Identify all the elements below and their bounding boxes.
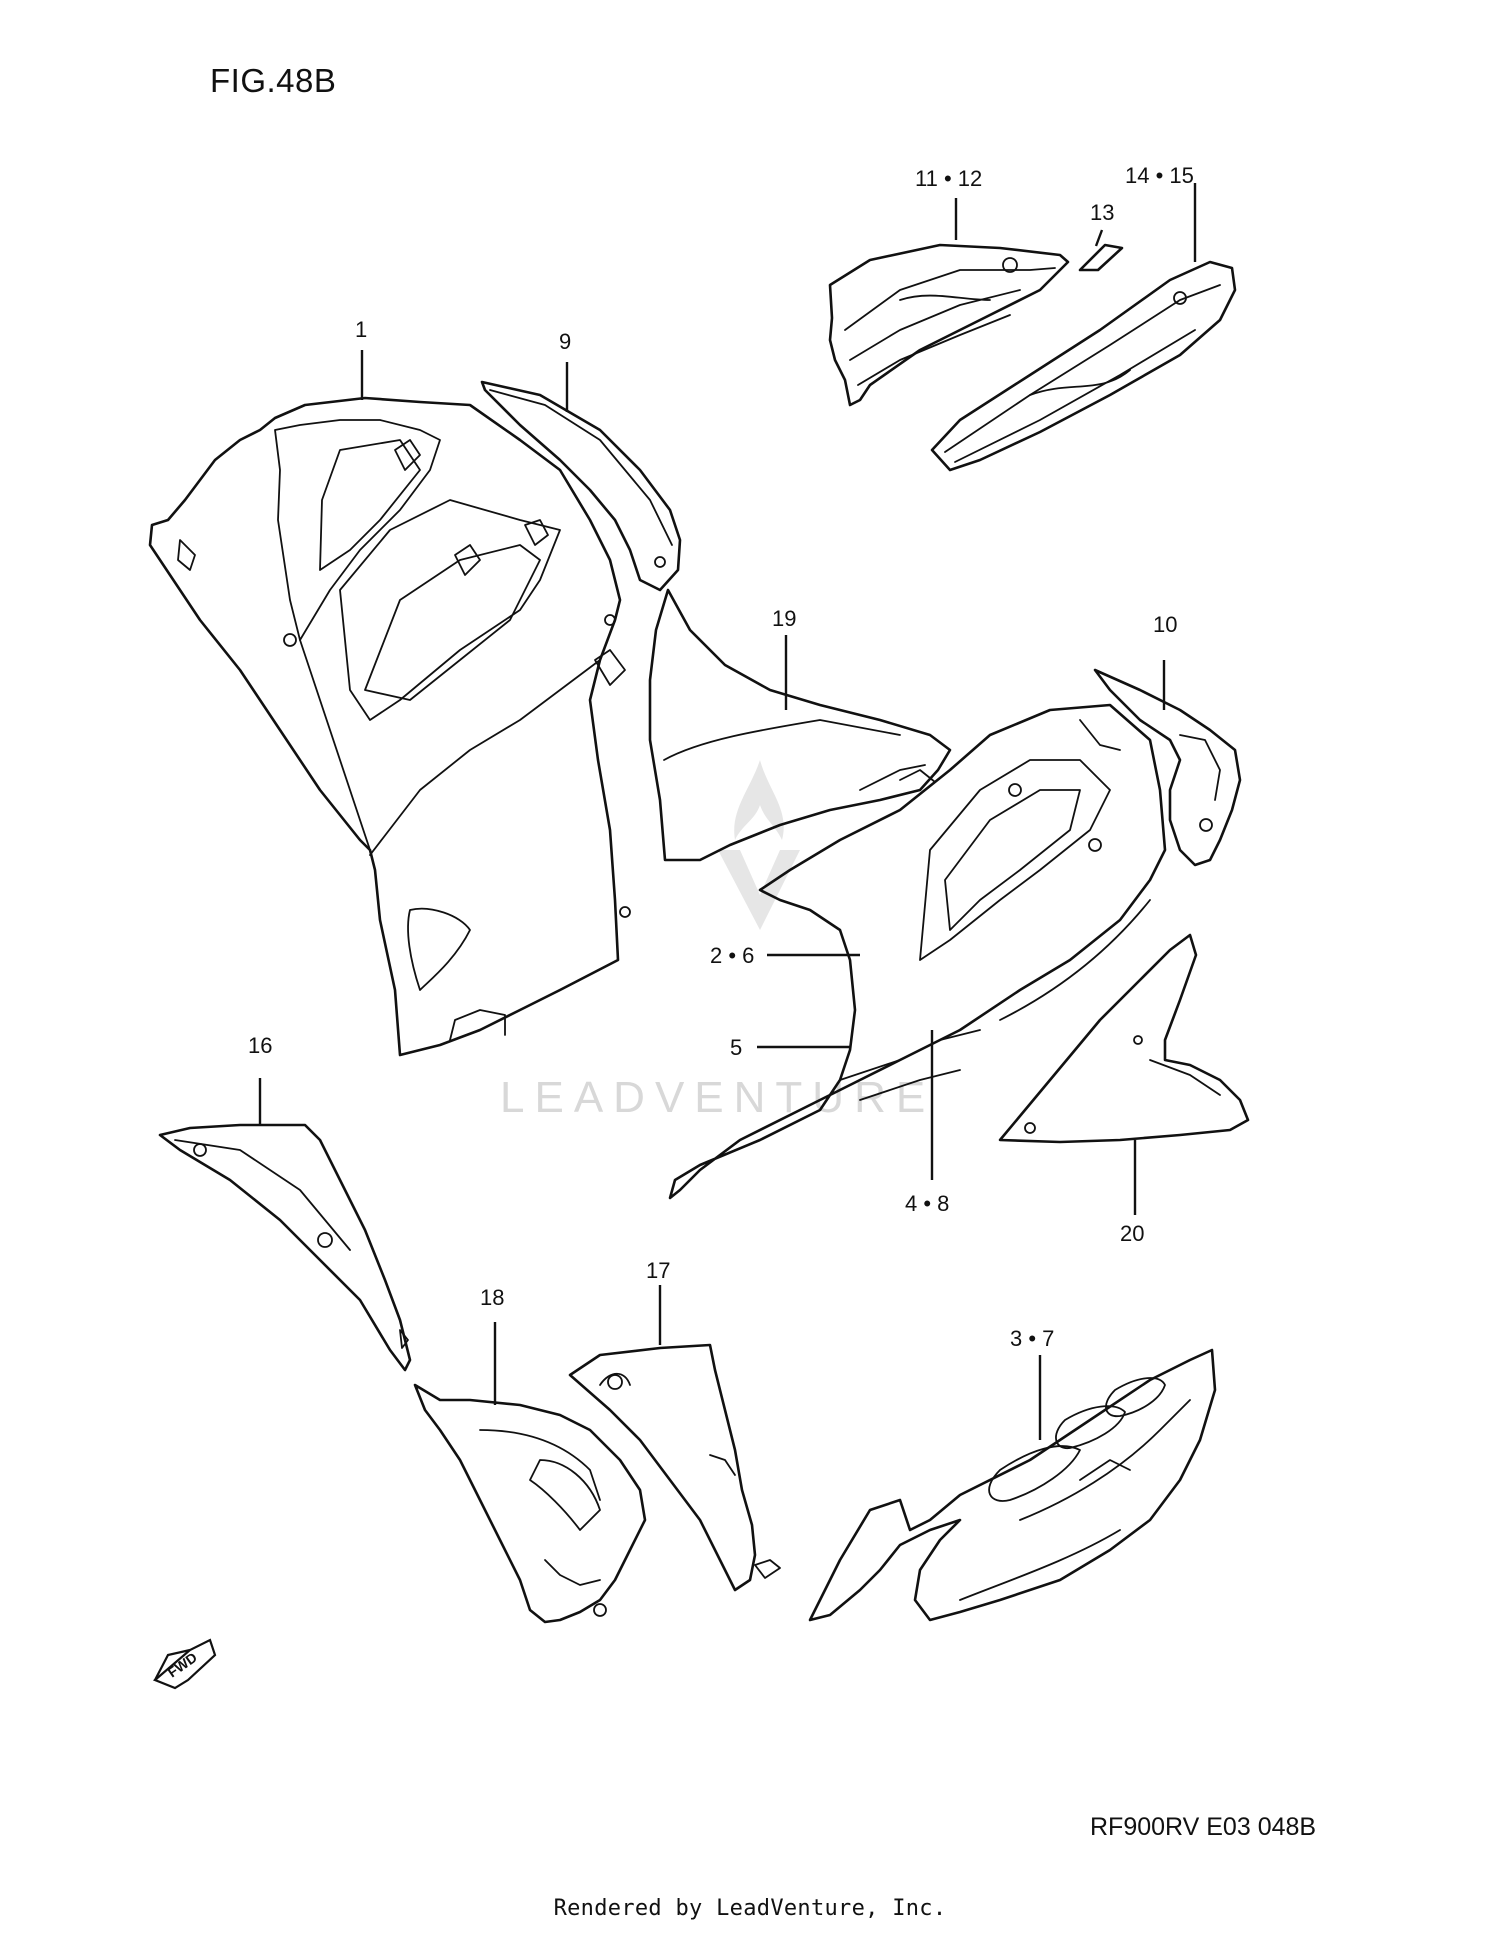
- part-18-lower-scoop: [413, 1383, 647, 1624]
- part-20-side-cover: [998, 933, 1250, 1144]
- part-3-7-decal-900: [808, 1348, 1217, 1622]
- callout-5: 5: [730, 1035, 742, 1060]
- callout-3-7: 3 • 7: [1010, 1326, 1054, 1351]
- drawing-code: RF900RV E03 048B: [1090, 1813, 1317, 1841]
- callout-10: 10: [1153, 612, 1177, 637]
- watermark-text: LEADVENTURE: [500, 1073, 935, 1122]
- part-16-triangle-panel: [158, 1123, 412, 1372]
- part-19-inner-panel: [648, 588, 952, 862]
- leader-lines: [258, 183, 1197, 1440]
- part-17-bracket-panel: [568, 1343, 781, 1592]
- part-1-upper-cowling: [148, 396, 631, 1057]
- part-10-side-panel: [1093, 668, 1242, 867]
- callout-13: 13: [1090, 200, 1114, 225]
- callout-17: 17: [646, 1258, 670, 1283]
- watermark: LEADVENTURE: [500, 760, 935, 1122]
- fwd-arrow-icon: FWD: [152, 1638, 217, 1690]
- callout-9: 9: [559, 329, 571, 354]
- callout-16: 16: [248, 1033, 272, 1058]
- part-9-trim-strip: [480, 380, 682, 592]
- callout-14-15: 14 • 15: [1125, 163, 1194, 188]
- callout-4-8: 4 • 8: [905, 1191, 949, 1216]
- part-2-6-lower-cowling: [668, 703, 1167, 1200]
- part-14-15-vent-cover: [930, 260, 1237, 472]
- callout-labels: 1 9 11 • 12 14 • 15 13 19 10 2 • 6 5 4 •…: [248, 163, 1194, 1351]
- callout-19: 19: [772, 606, 796, 631]
- callout-20: 20: [1120, 1221, 1144, 1246]
- callout-1: 1: [355, 317, 367, 342]
- part-11-12-vent-cover: [828, 243, 1070, 407]
- footer-credit: Rendered by LeadVenture, Inc.: [553, 1896, 947, 1921]
- part-13-clip: [1078, 243, 1124, 272]
- callout-11-12: 11 • 12: [915, 166, 982, 191]
- callout-18: 18: [480, 1285, 504, 1310]
- callout-2-6: 2 • 6: [710, 943, 754, 968]
- figure-title: FIG.48B: [210, 62, 337, 99]
